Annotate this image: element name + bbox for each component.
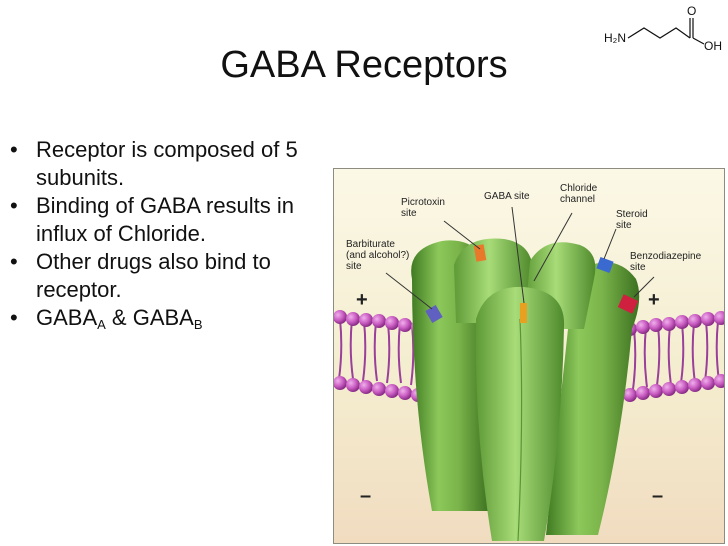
steroid-marker xyxy=(596,256,614,274)
receptor-subunit-front xyxy=(475,286,565,541)
hydroxyl-group-label: OH xyxy=(704,39,722,53)
chloride-channel-label: Chloride channel xyxy=(560,183,598,205)
gaba-b-text: GABA xyxy=(132,305,194,330)
bullet-text: Other drugs also bind to receptor. xyxy=(36,249,271,302)
bullet-item: • Other drugs also bind to receptor. xyxy=(8,248,328,304)
benzodiazepine-marker xyxy=(617,294,639,314)
receptor-diagram xyxy=(334,169,724,543)
bullet-dot: • xyxy=(10,249,18,274)
carbonyl-oxygen-label: O xyxy=(687,4,696,18)
minus-sign-right: – xyxy=(652,485,664,507)
gaba-a-text: GABA xyxy=(36,305,98,330)
amine-group-label: H₂N xyxy=(604,31,626,45)
gaba-site-marker xyxy=(520,303,527,323)
picrotoxin-marker xyxy=(473,244,487,262)
steroid-site-label: Steroid site xyxy=(616,209,648,231)
gaba-molecule-structure: H₂N O OH xyxy=(604,4,722,53)
bullet-item: • Receptor is composed of 5 subunits. xyxy=(8,136,328,192)
bullet-item: • Binding of GABA results in influx of C… xyxy=(8,192,328,248)
leader-lines xyxy=(385,206,655,310)
plus-sign-left: + xyxy=(356,289,368,311)
bullet-list: • Receptor is composed of 5 subunits. • … xyxy=(8,136,328,339)
carbon-chain xyxy=(627,27,691,39)
bullet-dot: • xyxy=(10,193,18,218)
gaba-a-subscript: A xyxy=(97,317,106,332)
bullet-text: Receptor is composed of 5 subunits. xyxy=(36,137,298,190)
barbiturate-marker xyxy=(425,304,443,324)
hydroxyl-bond xyxy=(692,37,705,45)
barbiturate-site-label: Barbiturate (and alcohol?) site xyxy=(346,239,410,272)
slide-title: GABA Receptors xyxy=(220,44,508,86)
gaba-site-label: GABA site xyxy=(484,191,530,202)
bullet-dot: • xyxy=(10,137,18,162)
picrotoxin-site-label: Picrotoxin site xyxy=(401,197,445,219)
gaba-receptor-illustration: Picrotoxin site GABA site Chloride chann… xyxy=(333,168,725,544)
bullet-item: • GABAA & GABAB xyxy=(8,304,328,339)
gaba-b-subscript: B xyxy=(193,317,203,332)
receptor-subunit-right xyxy=(546,262,640,535)
minus-sign-left: – xyxy=(360,485,372,507)
plus-sign-right: + xyxy=(648,289,660,311)
benzodiazepine-site-label: Benzodiazepine site xyxy=(630,251,702,273)
bullet-text: Binding of GABA results in influx of Chl… xyxy=(36,193,295,246)
bullet-dot: • xyxy=(10,305,18,330)
receptor-body xyxy=(411,238,640,542)
ampersand-text: & xyxy=(105,305,133,330)
